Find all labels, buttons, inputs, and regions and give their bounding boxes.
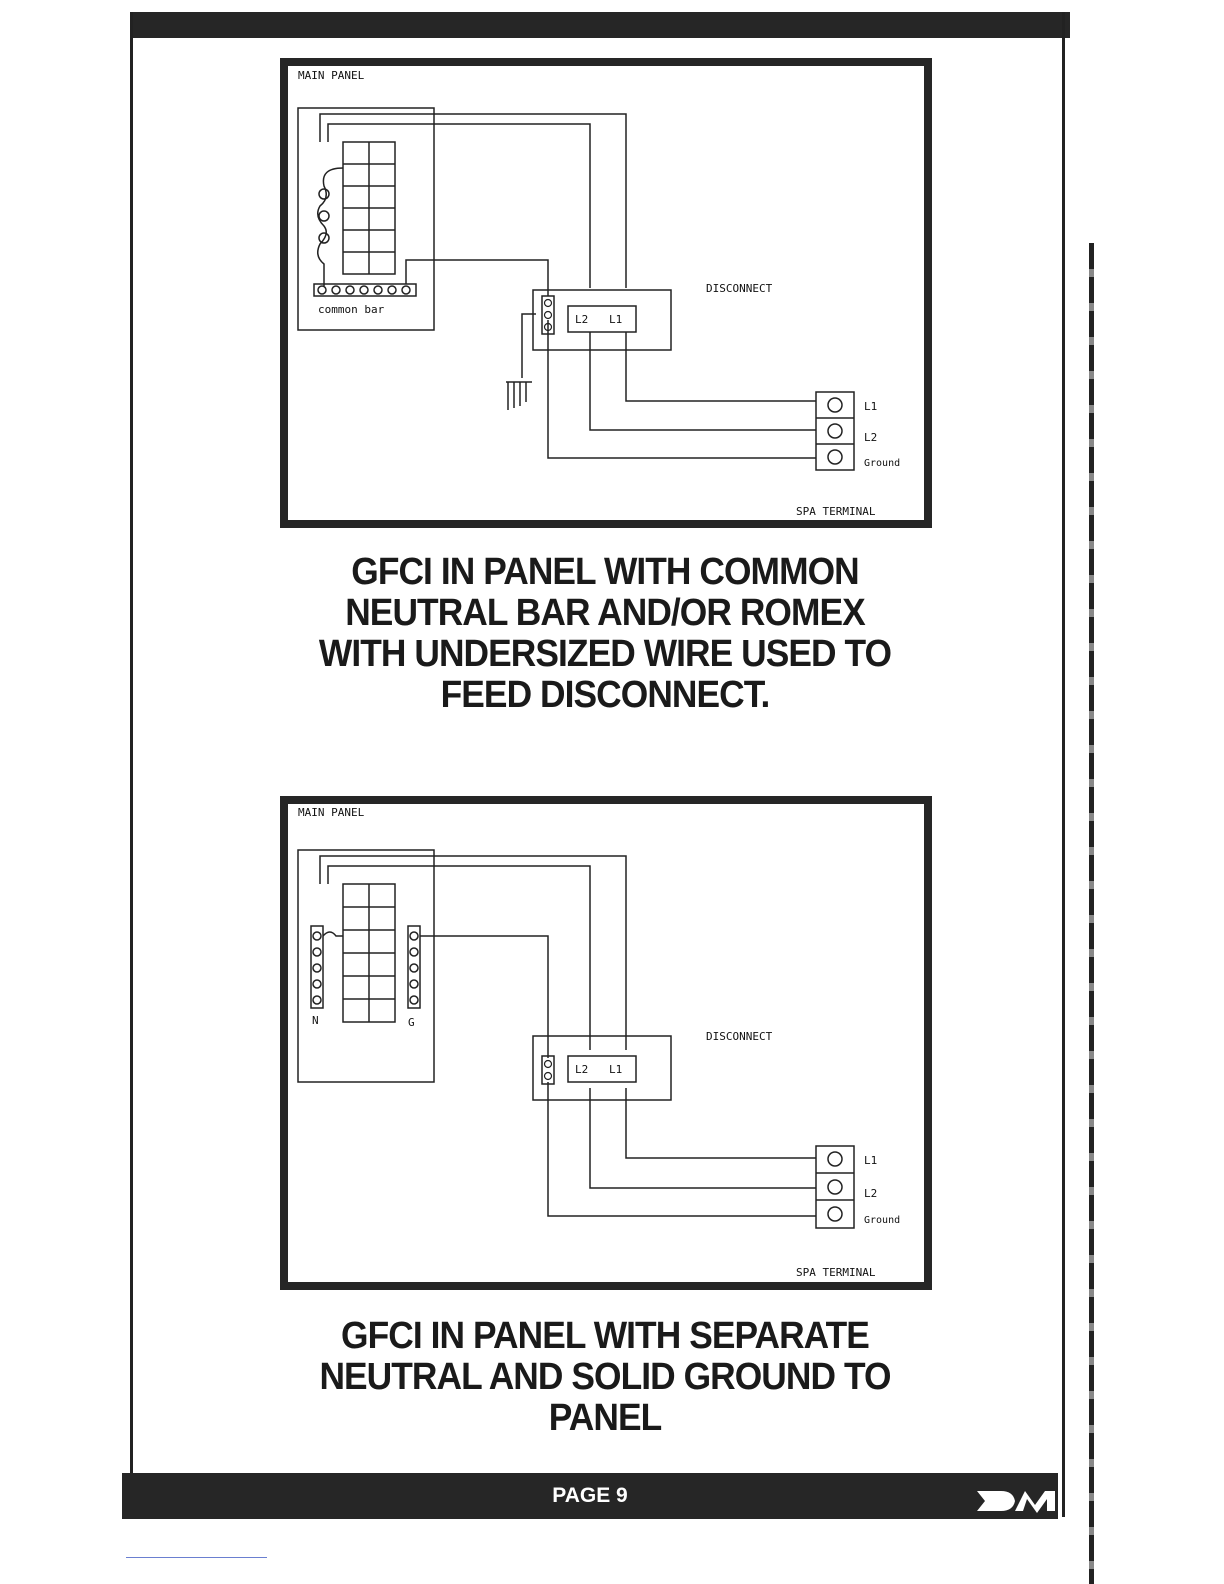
main-panel-label: MAIN PANEL xyxy=(298,806,365,819)
terminal-l2-label: L2 xyxy=(864,431,877,444)
page-edge-shadow xyxy=(1089,243,1094,1584)
terminal-l1-label: L1 xyxy=(864,400,877,413)
diagram-2-svg: MAIN PANEL N G xyxy=(280,796,932,1290)
caption-1: GFCI IN PANEL WITH COMMON NEUTRAL BAR AN… xyxy=(266,552,945,716)
spa-terminal-label: SPA TERMINAL xyxy=(796,505,876,518)
caption-2-line-1: GFCI IN PANEL WITH SEPARATE xyxy=(266,1316,945,1357)
breaker-l1-label: L1 xyxy=(609,313,622,326)
disconnect-label: DISCONNECT xyxy=(706,1030,773,1043)
caption-2: GFCI IN PANEL WITH SEPARATE NEUTRAL AND … xyxy=(266,1316,945,1439)
diagram-frame xyxy=(284,800,928,1286)
caption-1-line-4: FEED DISCONNECT. xyxy=(266,675,945,716)
terminal-l2-label: L2 xyxy=(864,1187,877,1200)
caption-1-line-1: GFCI IN PANEL WITH COMMON xyxy=(266,552,945,593)
wiring-diagram-common-neutral: MAIN PANEL common bar xyxy=(280,58,932,528)
diagram-1-svg: MAIN PANEL common bar xyxy=(280,58,932,528)
spa-terminal-label: SPA TERMINAL xyxy=(796,1266,876,1279)
neutral-bar-label: N xyxy=(312,1014,319,1027)
caption-1-line-3: WITH UNDERSIZED WIRE USED TO xyxy=(266,634,945,675)
footer-bar: PAGE 9 xyxy=(122,1473,1058,1519)
ground-bar-label: G xyxy=(408,1016,415,1029)
breaker-l2-label: L2 xyxy=(575,1063,588,1076)
terminal-l1-label: L1 xyxy=(864,1154,877,1167)
terminal-ground-label: Ground xyxy=(864,458,900,469)
caption-2-line-2: NEUTRAL AND SOLID GROUND TO xyxy=(266,1357,945,1398)
terminal-ground-label: Ground xyxy=(864,1215,900,1226)
breaker-l2-label: L2 xyxy=(575,313,588,326)
breaker-l1-label: L1 xyxy=(609,1063,622,1076)
wiring-diagram-separate-neutral: MAIN PANEL N G xyxy=(280,796,932,1290)
underline-mark xyxy=(126,1557,267,1558)
dm-logo-icon xyxy=(975,1487,1057,1515)
common-bar-label: common bar xyxy=(318,303,385,316)
disconnect-label: DISCONNECT xyxy=(706,282,773,295)
caption-2-line-3: PANEL xyxy=(266,1398,945,1439)
page-number: PAGE 9 xyxy=(122,1473,1058,1519)
main-panel-label: MAIN PANEL xyxy=(298,69,365,82)
caption-1-line-2: NEUTRAL BAR AND/OR ROMEX xyxy=(266,593,945,634)
